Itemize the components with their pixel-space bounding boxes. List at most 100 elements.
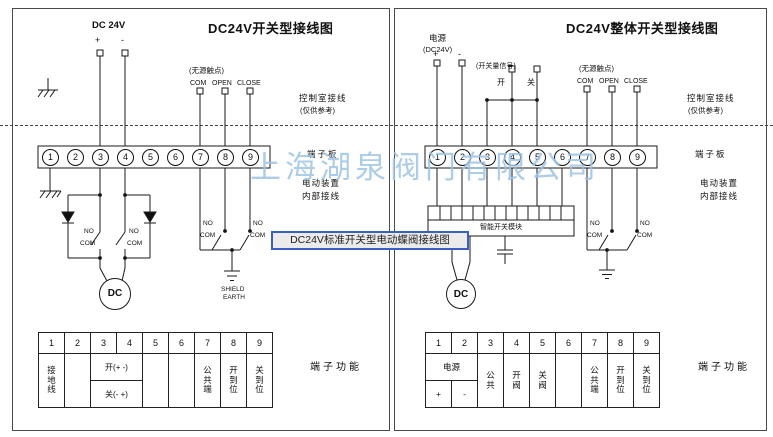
close-position-label: 关到位 bbox=[642, 364, 651, 395]
table-header-cell: 1 bbox=[38, 332, 65, 354]
table-row: + - bbox=[425, 380, 660, 408]
terminal-circle: 5 bbox=[529, 149, 546, 166]
common-label: 公共端 bbox=[203, 364, 212, 395]
table-header-cell: 9 bbox=[633, 332, 660, 354]
left-terminal1-chassis-ground-icon bbox=[39, 168, 62, 199]
left-supply-plus-label: + bbox=[95, 35, 101, 45]
left-earth-label-2: EARTH bbox=[223, 294, 245, 301]
switch-com-label: COM bbox=[637, 232, 653, 239]
table-cell: 开到位 bbox=[607, 353, 634, 408]
right-actuator-label: 电动装置 bbox=[700, 178, 739, 188]
left-terminal-function-caption: 端子功能 bbox=[310, 362, 362, 373]
right-signal-open-label: 开 bbox=[497, 78, 505, 87]
table-header-cell: 2 bbox=[64, 332, 91, 354]
right-control-room-note: (仅供参考) bbox=[688, 106, 723, 115]
left-close-label: CLOSE bbox=[237, 80, 261, 87]
terminal-circle: 3 bbox=[479, 149, 496, 166]
table-cell: 关阀 bbox=[529, 353, 556, 408]
table-cell: 开到位 bbox=[220, 353, 247, 408]
left-terminal-function-table: 1 2 3 4 5 6 7 8 9 接地线 开(+ -) 公共端 开到位 关到位… bbox=[38, 332, 273, 408]
table-header-cell: 6 bbox=[168, 332, 195, 354]
table-cell bbox=[64, 353, 91, 408]
terminal-circle: 9 bbox=[629, 149, 646, 166]
left-terminal-board-label: 端子板 bbox=[307, 149, 339, 159]
right-dry-contact-note: (无源触点) bbox=[579, 64, 614, 73]
right-motor-label: DC bbox=[453, 289, 469, 300]
table-cell: - bbox=[451, 380, 478, 408]
table-header-cell: 5 bbox=[142, 332, 169, 354]
table-header-cell: 8 bbox=[220, 332, 247, 354]
right-close-label: CLOSE bbox=[624, 78, 648, 85]
common-ctl-label: 公共 bbox=[486, 369, 495, 390]
switch-contact-icon bbox=[598, 234, 637, 251]
motor-circle-icon bbox=[99, 278, 131, 310]
table-row: 关(- +) bbox=[39, 380, 273, 408]
left-com-label: COM bbox=[190, 80, 207, 87]
terminal-circle: 4 bbox=[504, 149, 521, 166]
terminal-circle: 6 bbox=[554, 149, 571, 166]
right-internal-wiring-label: 内部接线 bbox=[700, 191, 739, 201]
table-header-cell: 9 bbox=[246, 332, 273, 354]
table-header-row: 1 2 3 4 5 6 7 8 9 bbox=[425, 332, 660, 354]
table-cell: 关(- +) bbox=[90, 380, 143, 408]
table-header-row: 1 2 3 4 5 6 7 8 9 bbox=[38, 332, 273, 354]
capacitor-icon bbox=[497, 236, 513, 264]
right-supply-plus-label: + bbox=[433, 49, 439, 59]
table-cell bbox=[168, 353, 195, 408]
switch-no-label: NO bbox=[84, 228, 94, 235]
diode-icon bbox=[61, 211, 75, 223]
terminal-circle: 8 bbox=[217, 149, 234, 166]
left-motor-label: DC bbox=[107, 288, 123, 299]
earth-icon bbox=[224, 250, 240, 281]
motor-circle-icon bbox=[446, 279, 476, 309]
right-supply-wires bbox=[433, 59, 466, 146]
switch-com-label: COM bbox=[587, 232, 603, 239]
diagram-caption-callout: DC24V标准开关型电动蝶阀接线图 bbox=[271, 231, 469, 250]
left-earth-label-1: SHIELD bbox=[221, 286, 245, 293]
table-cell: 开阀 bbox=[503, 353, 530, 408]
right-terminal-board-label: 端子板 bbox=[695, 149, 727, 159]
table-cell bbox=[555, 353, 582, 408]
table-header-cell: 7 bbox=[581, 332, 608, 354]
left-title: DC24V开关型接线图 bbox=[208, 21, 334, 36]
left-supply-minus-label: - bbox=[121, 35, 124, 45]
table-cell: 公共 bbox=[477, 353, 504, 408]
right-control-room-label: 控制室接线 bbox=[687, 93, 735, 103]
switch-no-label: NO bbox=[129, 228, 139, 235]
table-header-cell: 8 bbox=[607, 332, 634, 354]
table-cell bbox=[142, 353, 169, 408]
table-header-cell: 3 bbox=[90, 332, 117, 354]
switch-no-label: NO bbox=[203, 220, 213, 227]
table-cell: + bbox=[425, 380, 452, 408]
right-signal-wires bbox=[485, 65, 541, 146]
terminal-circle: 1 bbox=[42, 149, 59, 166]
right-limit-switch-circuit bbox=[586, 168, 639, 279]
earth-icon bbox=[599, 250, 615, 279]
ground-wire-label: 接地线 bbox=[47, 364, 56, 395]
terminal-circle: 7 bbox=[579, 149, 596, 166]
switch-no-label: NO bbox=[640, 220, 650, 227]
switch-no-label: NO bbox=[253, 220, 263, 227]
right-signal-close-label: 关 bbox=[527, 78, 535, 87]
open-position-label: 开到位 bbox=[229, 364, 238, 395]
table-cell: 关到位 bbox=[633, 353, 660, 408]
right-signal-note: (开关量信号) bbox=[476, 63, 516, 70]
terminal-circle: 8 bbox=[604, 149, 621, 166]
terminal-circle: 1 bbox=[429, 149, 446, 166]
switch-no-label: NO bbox=[590, 220, 600, 227]
terminal-circle: 9 bbox=[242, 149, 259, 166]
table-cell: 开(+ -) bbox=[90, 353, 143, 381]
left-control-room-label: 控制室接线 bbox=[299, 93, 347, 103]
table-header-cell: 5 bbox=[529, 332, 556, 354]
table-header-cell: 4 bbox=[503, 332, 530, 354]
right-com-label: COM bbox=[577, 78, 594, 85]
table-header-cell: 4 bbox=[116, 332, 143, 354]
switch-com-label: COM bbox=[127, 240, 143, 247]
right-contact-wires bbox=[583, 85, 641, 146]
table-header-cell: 1 bbox=[425, 332, 452, 354]
terminal-circle: 6 bbox=[167, 149, 184, 166]
left-panel-frame bbox=[12, 8, 390, 431]
right-module-label: 智能开关模块 bbox=[480, 224, 522, 231]
left-motor-circuit bbox=[61, 168, 157, 310]
